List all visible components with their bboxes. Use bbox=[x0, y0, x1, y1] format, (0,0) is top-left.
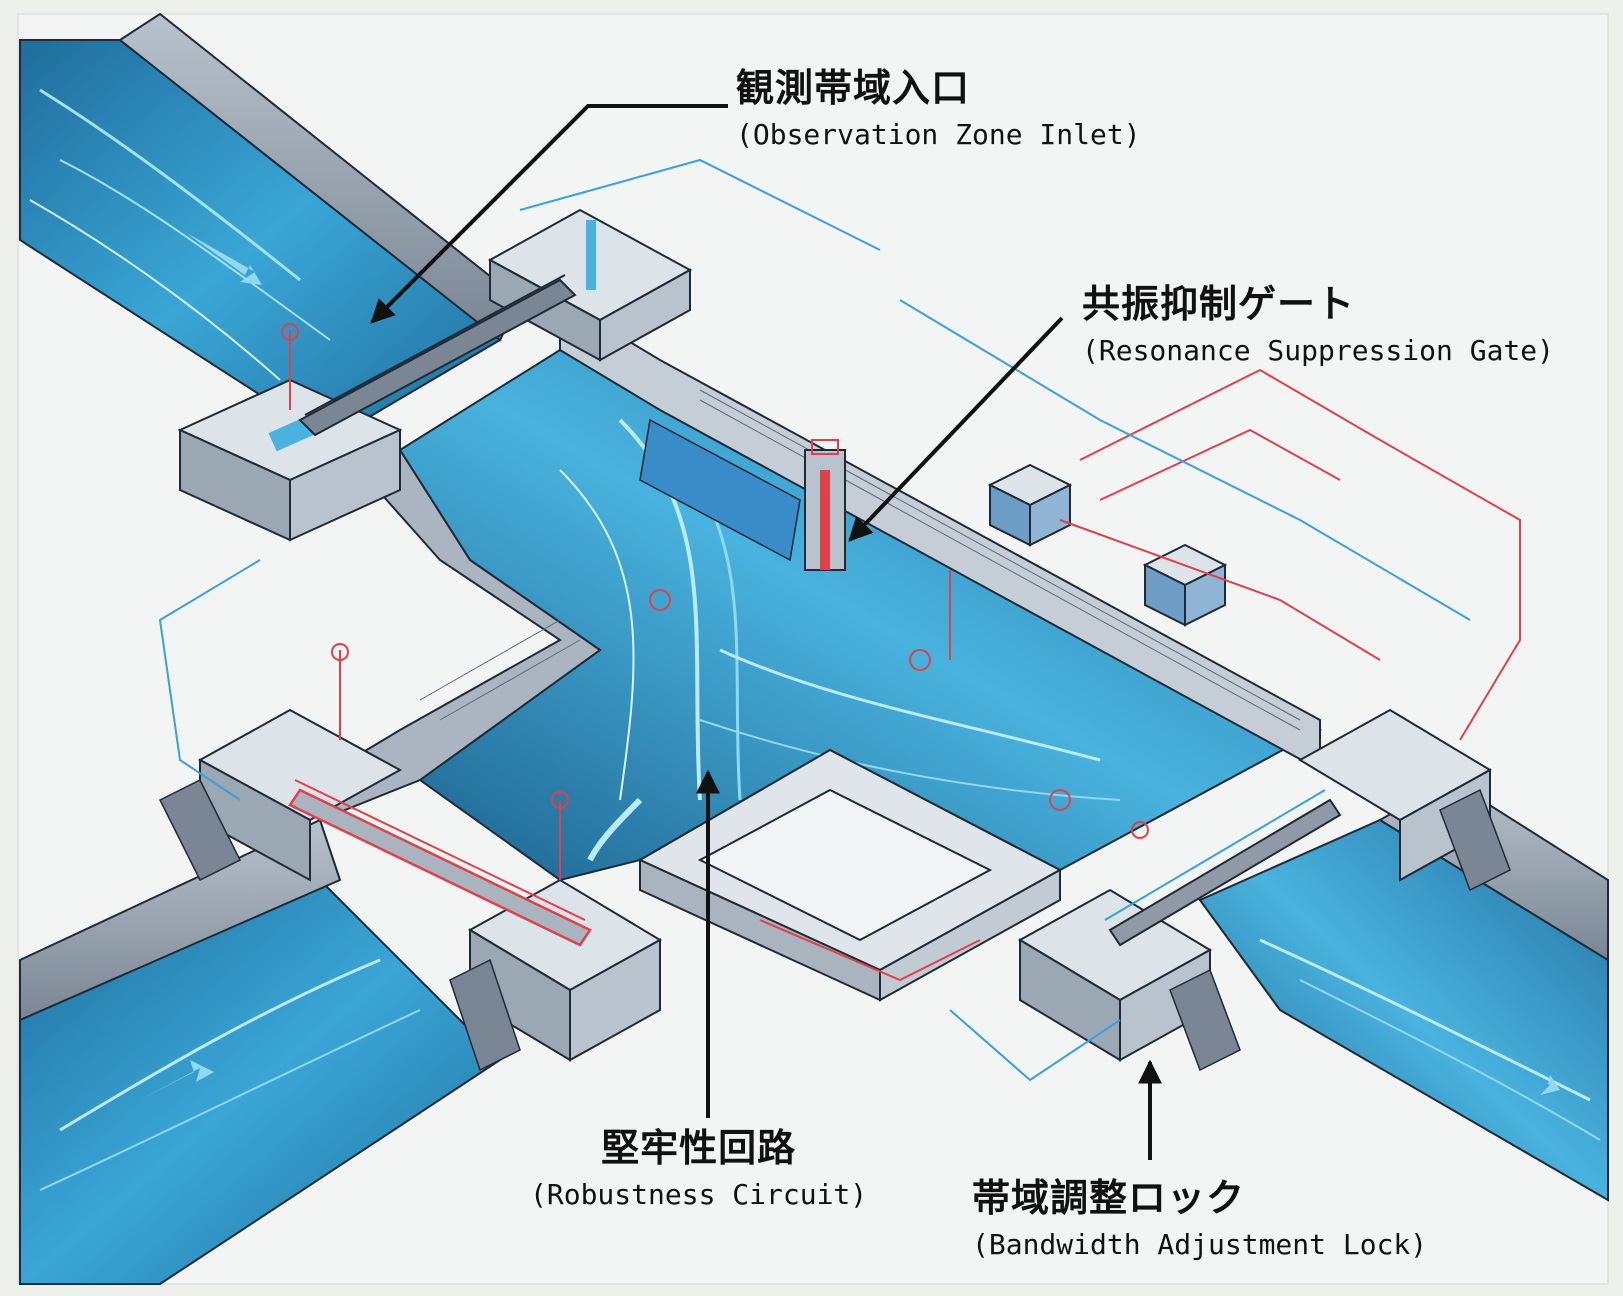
label-japanese: 共振抑制ゲート bbox=[1082, 282, 1356, 326]
flow-arrow-icon bbox=[1500, 1060, 1560, 1095]
resonance-suppression-gate-label: 共振抑制ゲート (Resonance Suppression Gate) bbox=[1082, 282, 1555, 367]
equipment-box bbox=[1142, 543, 1228, 627]
bandwidth-lock-tower bbox=[1018, 888, 1241, 1072]
resonance-suppression-gate bbox=[804, 439, 846, 571]
label-english: (Observation Zone Inlet) bbox=[736, 117, 1141, 151]
callout-arrows bbox=[370, 104, 1162, 1160]
label-japanese: 観測帯域入口 bbox=[736, 66, 971, 110]
label-japanese: 帯域調整ロック bbox=[972, 1176, 1246, 1220]
red-gantry-bridge bbox=[288, 779, 592, 947]
label-english: (Resonance Suppression Gate) bbox=[1082, 333, 1555, 367]
bandwidth-adjustment-lock-label: 帯域調整ロック (Bandwidth Adjustment Lock) bbox=[972, 1176, 1428, 1261]
gate-callout-arrow bbox=[848, 316, 1064, 542]
flow-arrow-icon bbox=[185, 232, 262, 285]
inlet-bridge bbox=[298, 274, 577, 437]
label-english: (Bandwidth Adjustment Lock) bbox=[972, 1227, 1428, 1261]
outlet-tower-right bbox=[1298, 708, 1511, 892]
circuit-nodes bbox=[281, 323, 1149, 839]
label-japanese: 堅牢性回路 bbox=[601, 1126, 797, 1170]
lower-left-outlet-channel bbox=[19, 818, 502, 1285]
flow-arrow-icon bbox=[587, 797, 643, 862]
right-gantry-bridge bbox=[1104, 789, 1342, 947]
equipment-box bbox=[987, 463, 1073, 547]
inlet-callout-arrow bbox=[370, 104, 728, 324]
flow-arrow-icon bbox=[140, 1060, 214, 1100]
robustness-circuit-label: 堅牢性回路 (Robustness Circuit) bbox=[530, 1126, 868, 1211]
upper-left-inlet-channel bbox=[19, 12, 522, 442]
circuit-lines bbox=[158, 158, 1521, 1082]
label-english: (Robustness Circuit) bbox=[530, 1177, 868, 1211]
basin-back-wall bbox=[559, 298, 1321, 772]
outlet-tower-left bbox=[158, 708, 403, 882]
observation-zone-inlet-label: 観測帯域入口 (Observation Zone Inlet) bbox=[736, 66, 1141, 151]
